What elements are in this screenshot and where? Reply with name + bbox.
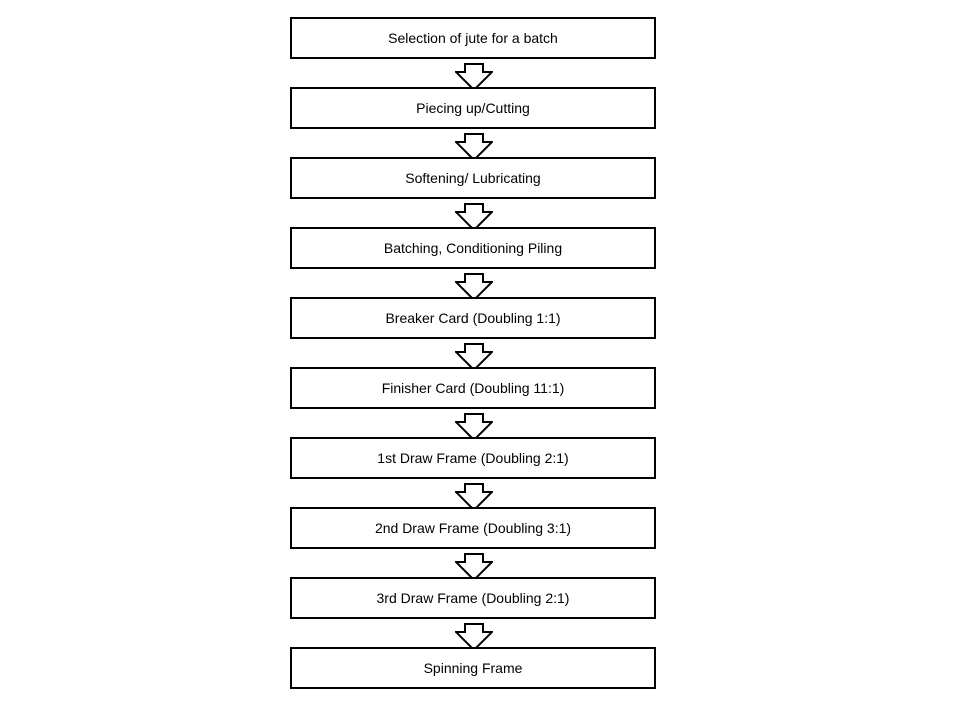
step-label: Batching, Conditioning Piling xyxy=(383,240,563,256)
down-arrow-icon xyxy=(455,553,493,581)
step-label: Breaker Card (Doubling 1:1) xyxy=(385,310,561,326)
down-arrow-icon xyxy=(455,623,493,651)
step-third-draw-frame: 3rd Draw Frame (Doubling 2:1) xyxy=(290,577,656,619)
step-first-draw-frame: 1st Draw Frame (Doubling 2:1) xyxy=(290,437,656,479)
down-arrow-icon xyxy=(455,273,493,301)
step-finisher-card: Finisher Card (Doubling 11:1) xyxy=(290,367,656,409)
step-batching: Batching, Conditioning Piling xyxy=(290,227,656,269)
step-label: 3rd Draw Frame (Doubling 2:1) xyxy=(376,590,570,606)
step-label: Softening/ Lubricating xyxy=(405,170,541,186)
down-arrow-icon xyxy=(455,203,493,231)
step-label: 2nd Draw Frame (Doubling 3:1) xyxy=(374,520,572,536)
step-label: 1st Draw Frame (Doubling 2:1) xyxy=(377,450,569,466)
step-spinning-frame: Spinning Frame xyxy=(290,647,656,689)
step-breaker-card: Breaker Card (Doubling 1:1) xyxy=(290,297,656,339)
step-label: Finisher Card (Doubling 11:1) xyxy=(381,380,565,396)
step-selection: Selection of jute for a batch xyxy=(290,17,656,59)
down-arrow-icon xyxy=(455,343,493,371)
down-arrow-icon xyxy=(455,63,493,91)
down-arrow-icon xyxy=(455,133,493,161)
step-piecing-up: Piecing up/Cutting xyxy=(290,87,656,129)
step-label: Spinning Frame xyxy=(423,660,523,676)
step-softening: Softening/ Lubricating xyxy=(290,157,656,199)
down-arrow-icon xyxy=(455,413,493,441)
down-arrow-icon xyxy=(455,483,493,511)
step-second-draw-frame: 2nd Draw Frame (Doubling 3:1) xyxy=(290,507,656,549)
step-label: Piecing up/Cutting xyxy=(416,100,530,116)
step-label: Selection of jute for a batch xyxy=(388,30,558,46)
